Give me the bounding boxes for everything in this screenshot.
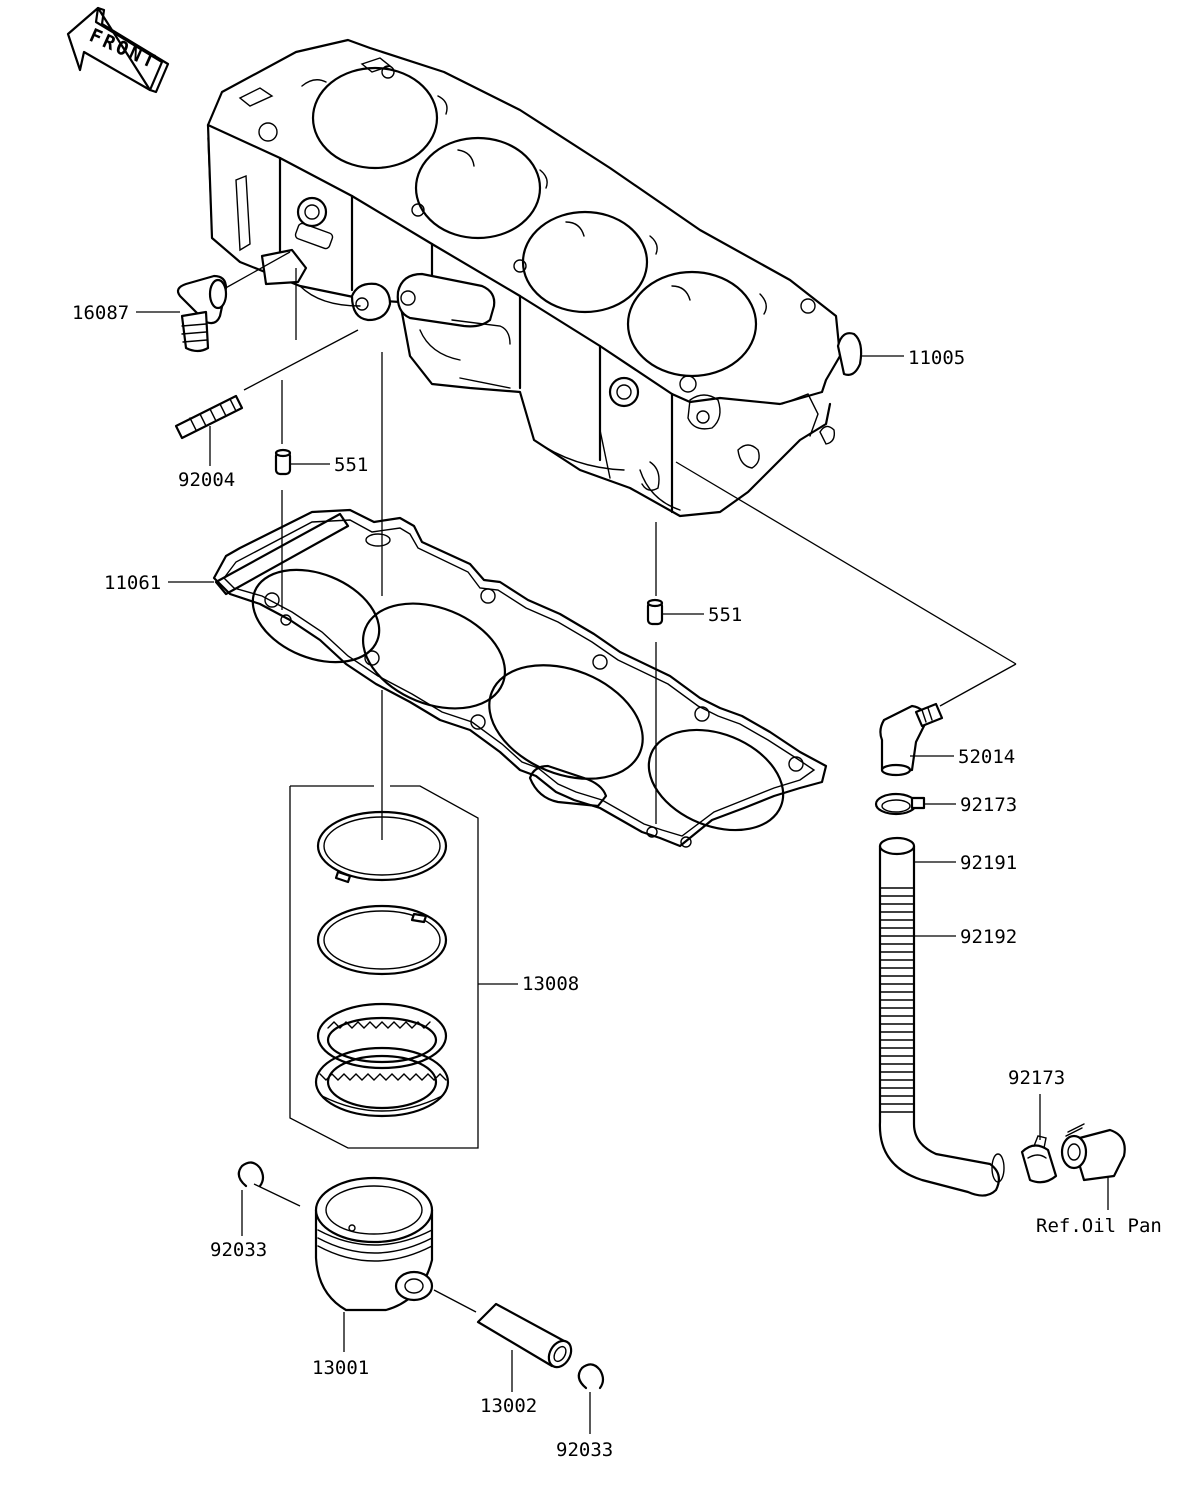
label-52014: 52014: [958, 746, 1015, 768]
label-92173-upper: 92173: [960, 794, 1017, 816]
label-13001: 13001: [312, 1357, 369, 1379]
piston-ring-set: [289, 785, 479, 1149]
piston-13001: [314, 1176, 434, 1312]
hose-92191-92192: [878, 836, 1005, 1197]
label-13002: 13002: [480, 1395, 537, 1417]
label-92033-lower: 92033: [556, 1439, 613, 1461]
hose-clamp-92173-lower: [1020, 1135, 1058, 1184]
label-551-upper: 551: [334, 454, 368, 476]
fitting-16087: [176, 274, 228, 353]
elbow-fitting-52014: [879, 702, 944, 777]
label-92191: 92191: [960, 852, 1017, 874]
label-551-lower: 551: [708, 604, 742, 626]
dowel-551-upper: [274, 448, 292, 476]
stud-92004: [174, 394, 244, 440]
circlip-92033-upper: [237, 1161, 265, 1188]
dowel-551-lower: [646, 598, 664, 626]
hose-clamp-92173-upper: [874, 792, 926, 816]
label-92033-upper: 92033: [210, 1239, 267, 1261]
label-92173-lower: 92173: [1008, 1067, 1065, 1089]
piston-pin-13002: [476, 1302, 573, 1369]
label-16087: 16087: [72, 302, 129, 324]
label-92004: 92004: [178, 469, 235, 491]
part-labels: 16087 92004 551 11061 11005 551 52014 92…: [72, 302, 1162, 1461]
front-arrow-icon: FRONT: [66, 6, 170, 94]
alignment-lines: [221, 251, 1017, 1313]
circlip-92033-lower: [577, 1363, 605, 1390]
label-ref-oil-pan: Ref.Oil Pan: [1036, 1215, 1162, 1237]
cylinder-block: [206, 38, 863, 518]
label-11061: 11061: [104, 572, 161, 594]
label-11005: 11005: [908, 347, 965, 369]
oil-pan-fitting: [1060, 1123, 1126, 1182]
label-leaders: [136, 311, 1109, 1434]
label-13008: 13008: [522, 973, 579, 995]
cylinder-head-gasket: [212, 508, 828, 848]
label-92192: 92192: [960, 926, 1017, 948]
